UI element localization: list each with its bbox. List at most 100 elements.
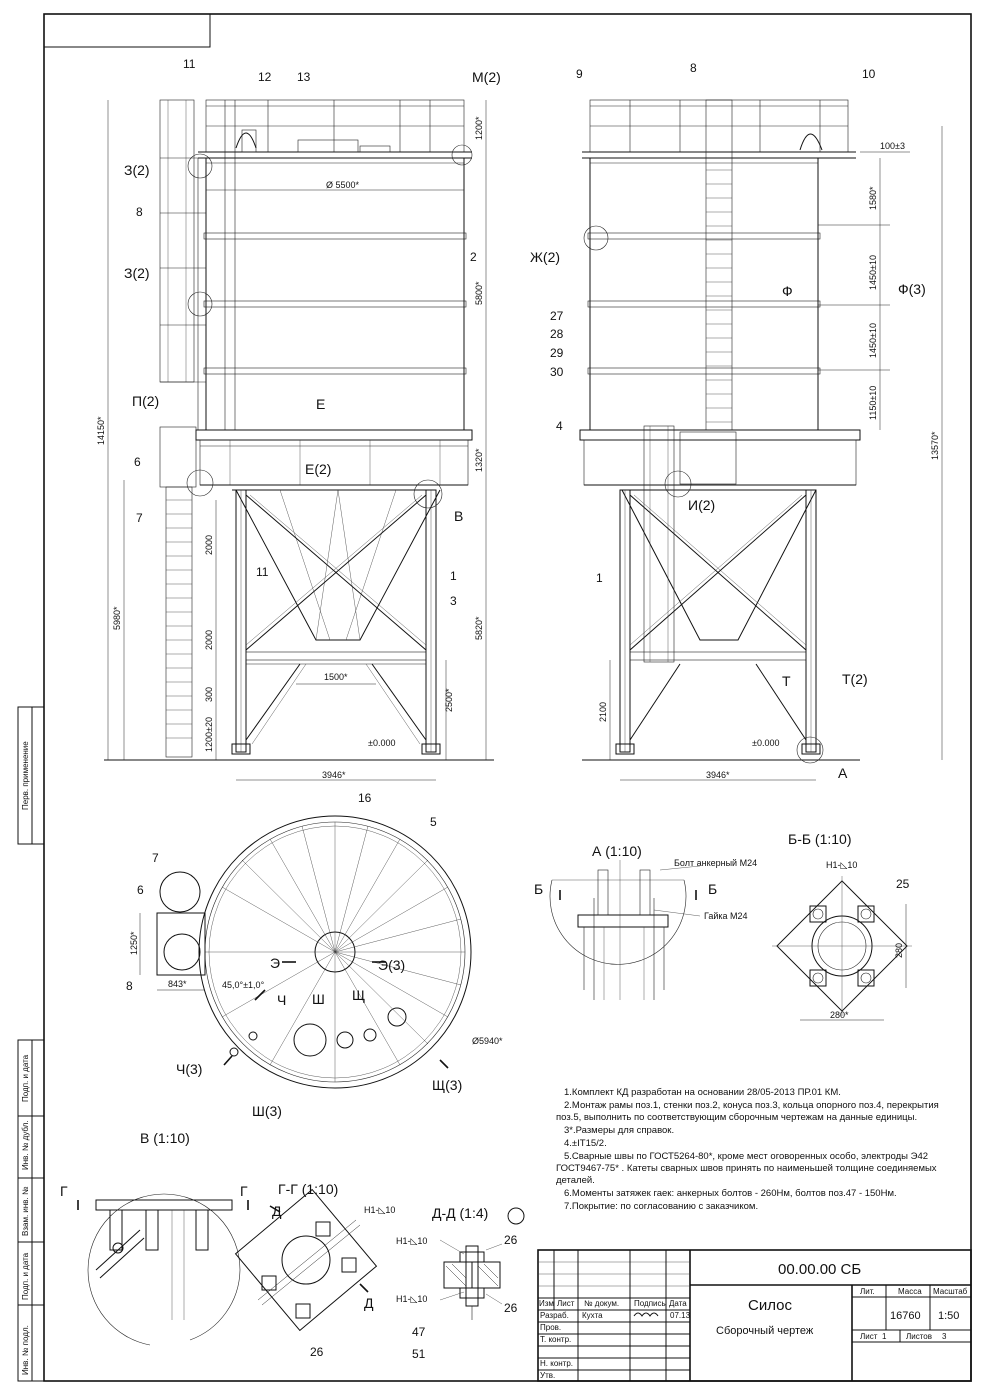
- note-2-cont: поз.5, выполнить по соответствующим сбор…: [556, 1112, 917, 1123]
- pos-47: 47: [412, 1325, 426, 1339]
- dim-100-3: 100±3: [880, 141, 905, 151]
- note-3: 3*.Размеры для справок.: [564, 1125, 674, 1136]
- pos-16: 16: [358, 791, 372, 805]
- pos-26-dd-top: 26: [504, 1233, 518, 1247]
- pos-25: 25: [896, 877, 910, 891]
- dim-2000-upper: 2000: [204, 535, 214, 555]
- dim-1500: 1500*: [324, 672, 348, 682]
- section-t-mark: Т: [782, 673, 791, 689]
- detail-v-labels: В (1:10) Г Г: [60, 1130, 248, 1199]
- pos-6-front: 6: [134, 455, 141, 469]
- section-bb-weld: Н1-◺10: [826, 860, 857, 870]
- dim-2000-lower: 2000: [204, 630, 214, 650]
- scale-value: 1:50: [938, 1310, 959, 1322]
- sheet-number: 1: [882, 1332, 887, 1341]
- detail-a: [549, 860, 701, 1000]
- dim-1450-lower: 1450±10: [868, 323, 878, 358]
- detail-a-labels: А (1:10) Болт анкерный М24 Гайка М24 Б Б: [534, 843, 757, 921]
- pos-5: 5: [430, 815, 437, 829]
- note-5-cont: ГОСТ9467-75* . Катеты сварных швов приня…: [556, 1163, 937, 1174]
- detail-zh-label: Ж(2): [530, 249, 560, 265]
- section-ch-mark: Ч: [277, 992, 286, 1008]
- pos-6-plan: 6: [137, 883, 144, 897]
- dim-diameter-5500: Ø 5500*: [326, 180, 360, 190]
- dim-13570: 13570*: [930, 431, 940, 460]
- dim-1200-20: 1200±20: [204, 717, 214, 752]
- pos-30: 30: [550, 365, 564, 379]
- section-shch-mark: Щ: [352, 987, 365, 1003]
- note-7: 7.Покрытие: по согласованию с заказчиком…: [564, 1201, 758, 1212]
- scale-label: Масштаб: [933, 1287, 968, 1296]
- callout-nut: Гайка М24: [704, 911, 748, 921]
- strip-label-orig-inv: Инв. № подл.: [21, 1325, 30, 1375]
- dim-14150: 14150*: [96, 416, 106, 445]
- pos-28: 28: [550, 327, 564, 341]
- tb-header-signature: Подпись: [634, 1299, 666, 1308]
- title-block-text: 00.00.00 СБ Силос Сборочный чертеж Лит. …: [539, 1261, 968, 1380]
- tb-role-approved: Утв.: [540, 1371, 555, 1380]
- sheet-frame: [17, 13, 972, 1382]
- tb-header-sheet: Лист: [557, 1299, 575, 1308]
- pos-11-bottom: 11: [256, 565, 269, 579]
- section-bb-labels: Б-Б (1:10) Н1-◺10 25 280 280*: [788, 831, 910, 1020]
- strip-label-dup-inv: Инв. № дубл.: [21, 1120, 30, 1170]
- pos-8-side: 8: [690, 61, 697, 75]
- tb-role-developer: Разраб.: [540, 1311, 569, 1320]
- sheets-total: 3: [942, 1332, 947, 1341]
- dim-300: 300: [204, 687, 214, 702]
- note-5-cont-2: деталей.: [556, 1175, 595, 1186]
- note-4: 4.±IT15/2.: [564, 1138, 607, 1149]
- drawing-subtitle: Сборочный чертеж: [716, 1325, 814, 1337]
- pos-29: 29: [550, 346, 564, 360]
- title-block: [537, 1249, 972, 1382]
- section-dd-weld-top: Н1-◺10: [396, 1236, 427, 1246]
- dim-1150: 1150±10: [868, 386, 878, 420]
- tb-header-docno: № докум.: [584, 1299, 619, 1308]
- section-e-label: Е(2): [305, 461, 331, 477]
- strip-label-sign-date-2: Подп. и дата: [21, 1252, 30, 1300]
- developer-signature: [633, 1312, 659, 1317]
- dim-5800: 5800*: [474, 281, 484, 305]
- detail-a-mark: А: [838, 765, 848, 781]
- pos-7-plan: 7: [152, 851, 159, 865]
- cut-b-left: Б: [534, 881, 543, 897]
- lit-label: Лит.: [860, 1287, 875, 1296]
- pos-2: 2: [470, 250, 477, 264]
- dim-1200: 1200*: [474, 116, 484, 140]
- pos-26-dd-bottom: 26: [504, 1301, 518, 1315]
- section-gg: [234, 1188, 378, 1332]
- callout-anchor-bolt: Болт анкерный М24: [674, 858, 757, 868]
- cut-d-upper: Д: [272, 1203, 282, 1219]
- front-view: [104, 99, 494, 781]
- strip-label-sign-date-1: Подп. и дата: [21, 1054, 30, 1102]
- mass-value: 16760: [890, 1310, 921, 1322]
- tb-header-date: Дата: [669, 1299, 687, 1308]
- detail-v-title: В (1:10): [140, 1130, 190, 1146]
- section-gg-title: Г-Г (1:10): [278, 1181, 338, 1197]
- section-eh-mark: Э: [270, 955, 280, 971]
- note-2: 2.Монтаж рамы поз.1, стенки поз.2, конус…: [564, 1100, 939, 1111]
- detail-z-label-2: З(2): [124, 265, 150, 281]
- section-dd-labels: Д-Д (1:4) Н1-◺10 Н1-◺10 26 26 47 51: [396, 1205, 518, 1361]
- pos-8-front: 8: [136, 205, 143, 219]
- section-gg-weld: Н1-◺10: [364, 1205, 395, 1215]
- dim-5980: 5980*: [112, 606, 122, 630]
- tb-role-tech-control: Т. контр.: [540, 1335, 571, 1344]
- technical-notes: 1.Комплект КД разработан на основании 28…: [556, 1087, 939, 1212]
- pos-27: 27: [550, 309, 564, 323]
- section-e-mark: Е: [316, 396, 325, 412]
- pos-4: 4: [556, 419, 563, 433]
- detail-i-label: И(2): [688, 497, 715, 513]
- cut-d-lower: Д: [364, 1295, 374, 1311]
- section-f-label: Ф(3): [898, 281, 926, 297]
- detail-v: [77, 1193, 249, 1346]
- pos-8-plan: 8: [126, 979, 133, 993]
- dim-2500: 2500*: [444, 688, 454, 712]
- note-1: 1.Комплект КД разработан на основании 28…: [564, 1087, 841, 1098]
- cut-b-right: Б: [708, 881, 717, 897]
- sheets-label: Листов: [906, 1332, 932, 1341]
- dim-280-vertical: 280: [894, 943, 904, 958]
- section-dd: [439, 1207, 525, 1320]
- drawing-designation: 00.00.00 СБ: [778, 1261, 861, 1278]
- pos-9: 9: [576, 67, 583, 81]
